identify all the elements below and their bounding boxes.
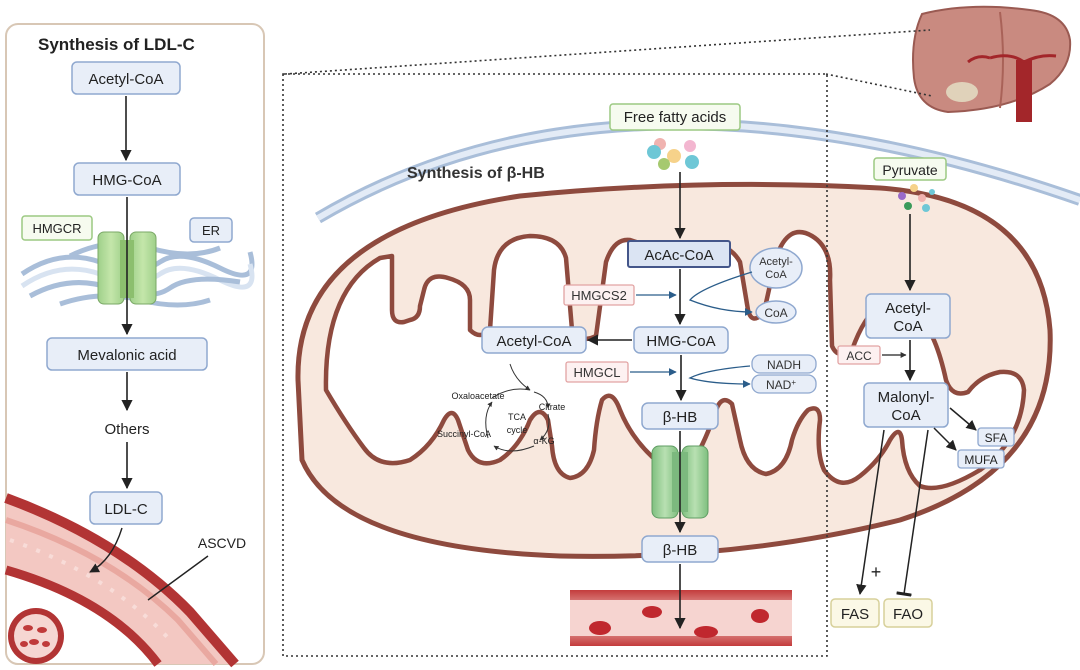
tca-citrate: Citrate [539, 402, 566, 412]
tca-akg: α-KG [533, 436, 554, 446]
center-acetyl-coa-box [481, 326, 587, 354]
center-title: Synthesis of β-HB [407, 165, 545, 182]
nadh-label: NADH [767, 358, 801, 372]
bhb-blood-label: β-HB [663, 542, 697, 559]
hmgcs2-box [563, 284, 635, 306]
right-acetyl-coa-box [865, 293, 951, 339]
mufa-label: MUFA [964, 453, 997, 467]
center-acetyl-coa-label: Acetyl-CoA [496, 333, 571, 350]
left-panel-title: Synthesis of LDL-C [38, 35, 195, 54]
blood-vessel [570, 590, 792, 646]
arrow-acetyl-to-coa-curve [688, 271, 753, 316]
left-panel: Synthesis of LDL-C Acetyl-CoA HMG-CoA HM… [4, 23, 265, 668]
fao-label: FAO [893, 606, 923, 623]
free-fatty-acids-box [609, 103, 741, 131]
mevalonic-acid-label: Mevalonic acid [77, 347, 176, 364]
nad-label: NAD+ [766, 378, 796, 392]
mevalonic-acid-box [46, 337, 208, 371]
others-label: Others [104, 421, 149, 438]
liver-icon [912, 5, 1072, 122]
hmgcr-box [21, 215, 93, 241]
tca-succinyl: Succinyl-CoA [437, 429, 491, 439]
ldl-c-label: LDL-C [104, 501, 148, 518]
bhb-blood-box [641, 535, 719, 563]
sfa-label: SFA [985, 431, 1008, 445]
zoom-indicator [284, 29, 933, 97]
pyruvate-box [873, 157, 947, 181]
acac-coa-box [627, 240, 731, 268]
artery-wall [4, 493, 239, 668]
right-acetyl-coa-line1: Acetyl- [885, 300, 931, 317]
hmgcs2-label: HMGCS2 [571, 288, 627, 303]
hmgcl-label: HMGCL [574, 365, 621, 380]
hmgcl-box [565, 361, 629, 383]
pyruvate-molecules-icon [898, 184, 935, 212]
fas-label: FAS [841, 606, 869, 623]
er-label: ER [202, 223, 220, 238]
arrow-malonyl-to-sfa [949, 407, 977, 431]
coa-bubble [755, 300, 797, 324]
ascvd-pointer [147, 555, 209, 601]
malonyl-coa-box [863, 382, 949, 428]
left-hmg-coa-label: HMG-CoA [92, 172, 161, 189]
fas-box [830, 598, 880, 628]
zoom-frame [282, 73, 828, 657]
fao-box [883, 598, 933, 628]
acetyl-coa-small-bubble [749, 247, 803, 289]
hmgcr-label: HMGCR [32, 221, 81, 236]
plus-sign: + [871, 562, 882, 582]
bhb-label: β-HB [663, 409, 697, 426]
nadh-box [751, 354, 817, 374]
er-box [189, 217, 233, 243]
tca-oxaloacetate: Oxaloacetate [451, 391, 504, 401]
center-hmg-coa-box [633, 326, 729, 354]
nad-box [751, 374, 817, 394]
arrow-malonyl-to-mufa [933, 427, 957, 451]
acac-coa-label: AcAc-CoA [644, 247, 713, 264]
malonyl-coa-line2: CoA [891, 407, 920, 424]
sfa-box [977, 427, 1015, 447]
left-acetyl-coa-box [71, 61, 181, 95]
acc-box [837, 345, 881, 365]
left-hmg-coa-box [73, 162, 181, 196]
acc-label: ACC [846, 349, 872, 363]
acetyl-coa-small-line2: CoA [765, 269, 787, 281]
tca-center-1: TCA [508, 412, 526, 422]
arrow-ldl-to-vessel [89, 527, 123, 573]
ascvd-label: ASCVD [198, 535, 246, 551]
left-acetyl-coa-label: Acetyl-CoA [88, 71, 163, 88]
coa-label: CoA [764, 306, 787, 320]
vessel-cross-section-icon [8, 608, 64, 664]
arrow-malonyl-to-fas [856, 429, 885, 596]
fatty-acid-molecules-icon [647, 138, 699, 170]
free-fatty-acids-label: Free fatty acids [624, 109, 727, 126]
malonyl-coa-line1: Malonyl- [878, 389, 935, 406]
tca-center-2: cycle [507, 425, 528, 435]
arrow-nadh-to-nad [688, 365, 751, 388]
tca-cycle [485, 363, 551, 452]
acetyl-coa-small-line1: Acetyl- [759, 256, 793, 268]
bhb-box [641, 402, 719, 430]
pyruvate-label: Pyruvate [882, 162, 937, 178]
right-acetyl-coa-line2: CoA [893, 318, 922, 335]
center-hmg-coa-label: HMG-CoA [646, 333, 715, 350]
inhibition-malonyl-to-fao [896, 429, 929, 597]
mufa-box [957, 449, 1005, 469]
hmgcr-channel [97, 231, 157, 305]
ldl-c-box [89, 491, 163, 525]
